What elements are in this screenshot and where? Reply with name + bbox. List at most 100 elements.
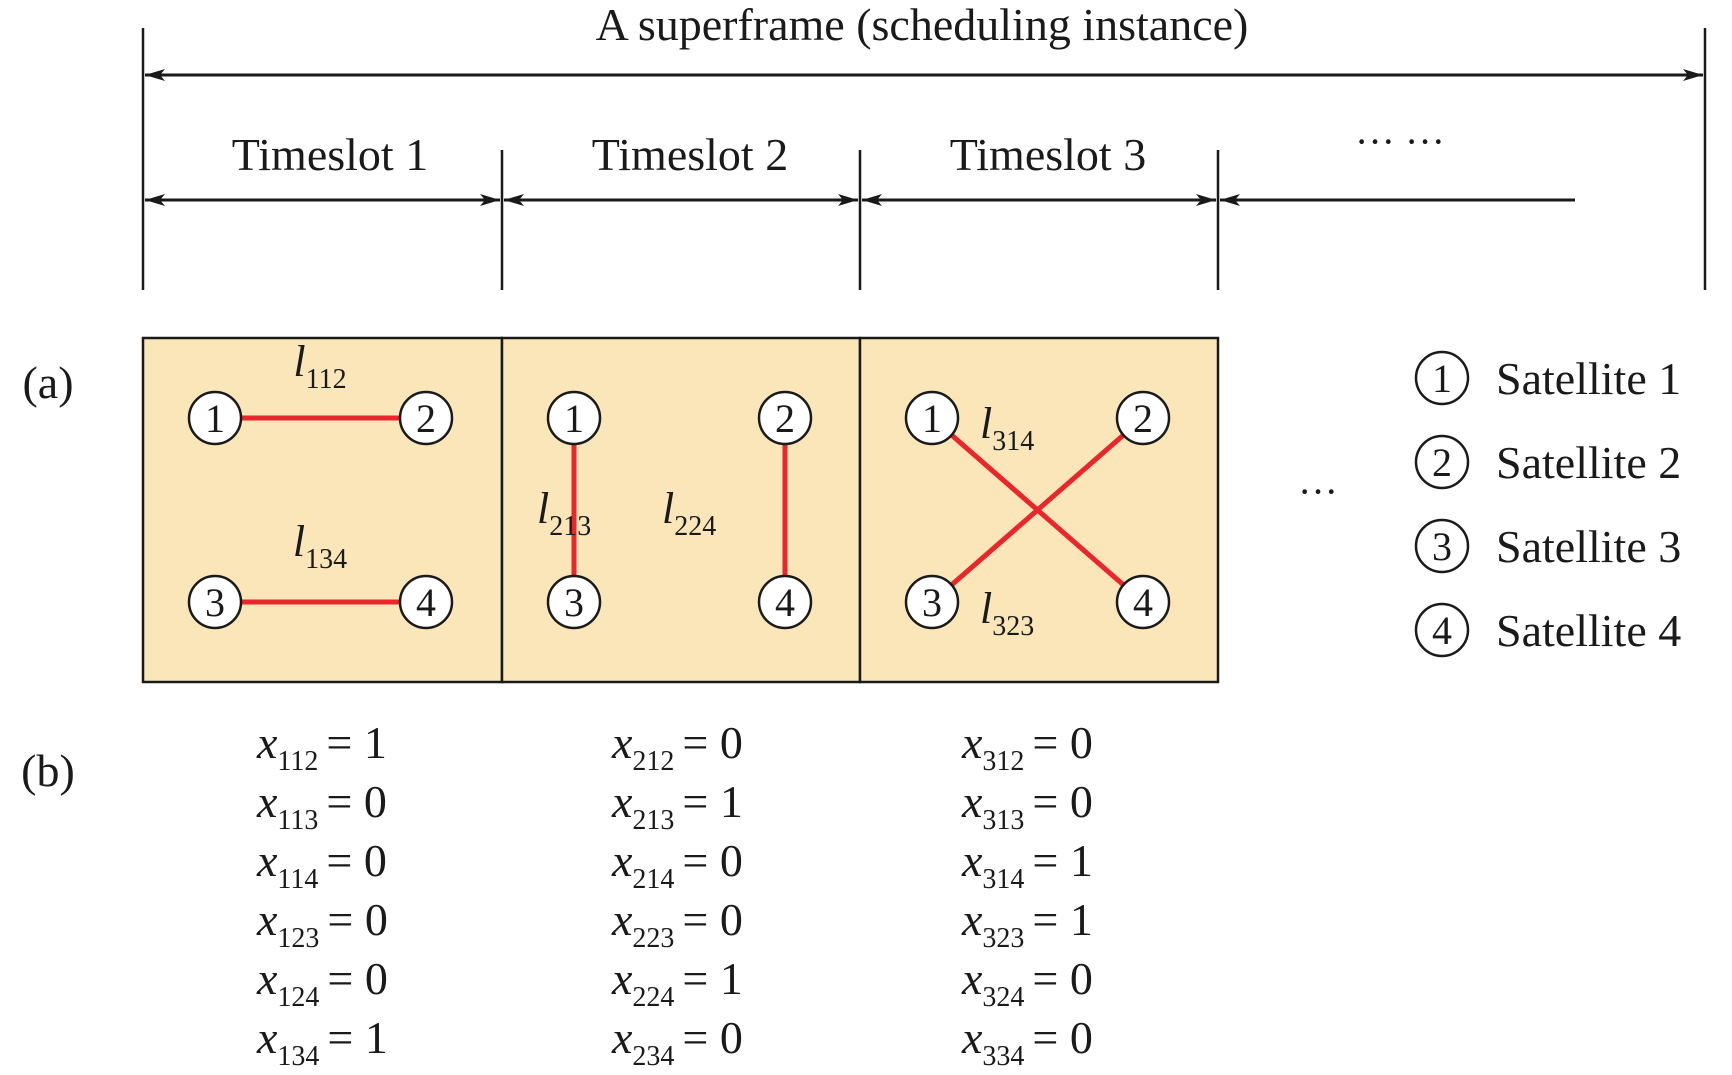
satellite-node-circle: [398, 574, 454, 630]
equation-value: = 0: [326, 835, 386, 886]
equation-value: = 0: [682, 717, 742, 768]
equation-subscript: 213: [632, 805, 674, 836]
link-label-134-base: l: [293, 517, 305, 566]
equation-variable: x: [961, 835, 983, 886]
satellite-node-number: 3: [564, 580, 584, 625]
equation-value: = 0: [1032, 953, 1092, 1004]
equation-subscript: 134: [277, 1041, 319, 1072]
satellite-node-circle: [904, 574, 960, 630]
equation-value: = 0: [682, 835, 742, 886]
equation-variable: x: [256, 717, 278, 768]
panel-a-ellipsis: ···: [1298, 469, 1338, 514]
equation-variable: x: [611, 776, 633, 827]
satellite-node-circle: [757, 574, 813, 630]
equation-112: x112 = 1: [256, 717, 387, 777]
legend-node-circle: [1414, 518, 1470, 574]
link-label-213-base: l: [537, 484, 549, 533]
legend-item: 3 Satellite 3: [1414, 518, 1681, 574]
equation-value: = 0: [1032, 1012, 1092, 1063]
equation-variable: x: [611, 835, 633, 886]
link-label-134-subscript: 134: [305, 544, 347, 575]
satellite-node-number: 1: [564, 396, 584, 441]
link-label-112: l112: [293, 337, 346, 395]
equation-323: x323= 1: [961, 894, 1093, 954]
equation-value: = 1: [682, 776, 742, 827]
equation-113: x113= 0: [256, 776, 387, 836]
satellite-node-circle: [757, 390, 813, 446]
equation-value: = 1: [326, 717, 386, 768]
equation-value: = 0: [682, 894, 742, 945]
legend-label: Satellite 2: [1496, 437, 1681, 488]
legend-label: Satellite 3: [1496, 521, 1681, 572]
equation-value: = 0: [327, 894, 387, 945]
satellite-node-number: 4: [416, 580, 436, 625]
equation-subscript: 223: [632, 923, 674, 954]
satellite-node-circle: [398, 390, 454, 446]
equation-value: = 1: [682, 953, 742, 1004]
legend-node-circle: [1414, 434, 1470, 490]
satellite-node-number: 4: [775, 580, 795, 625]
panel-b-label: (b): [21, 745, 75, 796]
satellite-node-2: 2: [1115, 390, 1171, 446]
equation-324: x324= 0: [961, 953, 1093, 1013]
equation-variable: x: [256, 894, 278, 945]
satellite-node-circle: [546, 390, 602, 446]
equation-subscript: 124: [277, 982, 319, 1013]
legend-node-number: 2: [1432, 440, 1452, 485]
link-label-213: l213: [537, 484, 591, 542]
equation-value: = 0: [682, 1012, 742, 1063]
equation-224: x224= 1: [611, 953, 743, 1013]
satellite-node-1: 1: [904, 390, 960, 446]
link-label-314-subscript: 314: [992, 426, 1034, 457]
equation-114: x114= 0: [256, 835, 387, 895]
equation-value: = 1: [327, 1012, 387, 1063]
equation-subscript: 212: [632, 746, 674, 777]
equation-subscript: 313: [982, 805, 1024, 836]
satellite-node-3: 3: [546, 574, 602, 630]
equation-variable: x: [611, 894, 633, 945]
satellite-node-4: 4: [1115, 574, 1171, 630]
legend-node-number: 4: [1432, 608, 1452, 653]
equation-variable: x: [256, 1012, 278, 1063]
equation-variable: x: [961, 953, 983, 1004]
legend-node-circle: [1414, 350, 1470, 406]
equation-value: = 1: [1032, 835, 1092, 886]
legend-item: 4 Satellite 4: [1414, 602, 1681, 658]
satellite-node-circle: [1115, 390, 1171, 446]
equation-313: x313 = 0: [961, 776, 1093, 836]
equation-variable: x: [256, 776, 278, 827]
equation-variable: x: [961, 776, 983, 827]
equation-314: x314= 1: [961, 835, 1093, 895]
satellite-node-4: 4: [398, 574, 454, 630]
link-label-224: l224: [662, 484, 716, 542]
equation-subscript: 323: [982, 923, 1024, 954]
satellite-node-4: 4: [757, 574, 813, 630]
equation-subscript: 112: [277, 746, 318, 777]
equation-subscript: 312: [982, 746, 1024, 777]
equation-subscript: 114: [277, 864, 318, 895]
legend-item: 2 Satellite 2: [1414, 434, 1681, 490]
timeslot-2-box: [500, 336, 862, 684]
satellite-node-1: 1: [546, 390, 602, 446]
legend-node-number: 1: [1432, 356, 1452, 401]
equation-223: x223 = 0: [611, 894, 743, 954]
satellite-node-1: 1: [187, 390, 243, 446]
equation-124: x124= 0: [256, 953, 388, 1013]
panel-a-label: (a): [22, 357, 73, 408]
equation-value: = 0: [1032, 776, 1092, 827]
satellite-node-circle: [904, 390, 960, 446]
satellite-node-number: 2: [775, 396, 795, 441]
equation-subscript: 214: [632, 864, 674, 895]
legend-node-number: 3: [1432, 524, 1452, 569]
legend-label: Satellite 4: [1496, 605, 1681, 656]
legend-label: Satellite 1: [1496, 353, 1681, 404]
superframe-title: A superframe (scheduling instance): [596, 0, 1249, 50]
equation-value: = 0: [327, 953, 387, 1004]
equation-variable: x: [611, 717, 633, 768]
equation-134: x134 = 1: [256, 1012, 388, 1072]
equation-value: = 0: [1032, 717, 1092, 768]
link-label-323-subscript: 323: [992, 611, 1034, 642]
